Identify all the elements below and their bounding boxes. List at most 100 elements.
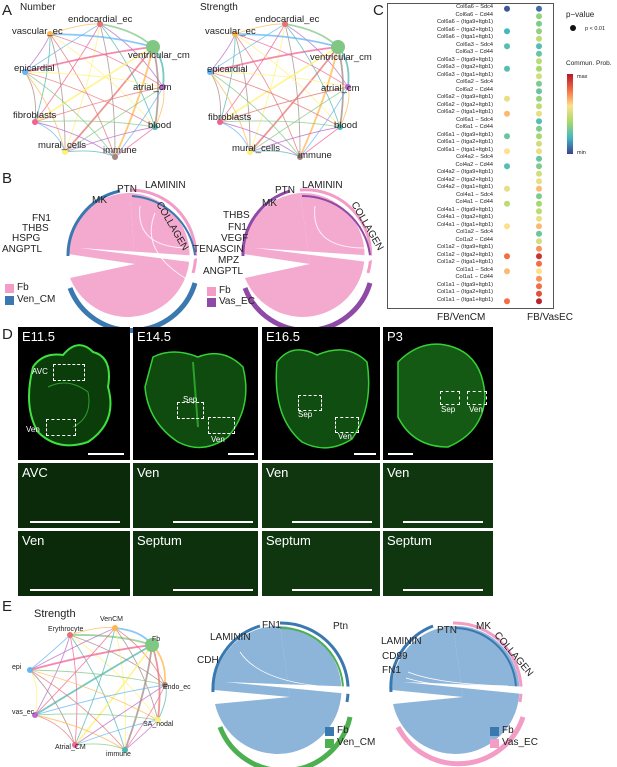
prob-colorbar — [567, 74, 573, 154]
dotplot-col-label: FB/VasEC — [527, 312, 573, 323]
node-label: vascular_ec — [12, 26, 63, 37]
inset-box-label: Ven — [469, 405, 483, 414]
network-edge — [249, 126, 341, 153]
node-label: Atrial_CM — [55, 744, 86, 751]
scale-bar — [173, 589, 253, 591]
dotplot-col-label: FB/VenCM — [437, 312, 486, 323]
zoom-micrograph: Septum — [133, 531, 258, 596]
legend-label: Fb — [337, 725, 349, 736]
dotplot-dot — [536, 88, 542, 95]
dotplot-row-label: Col1a2 − (Itga1+Itgb1) — [437, 259, 493, 265]
node-label: endocardial_ec — [68, 14, 133, 25]
scale-bar — [354, 453, 376, 455]
network-edge — [34, 644, 153, 716]
zoom-label: Ven — [266, 465, 289, 480]
dotplot-row-label: Col6a6 − (Itga9+Itgb1) — [437, 19, 493, 25]
node-label: immune — [298, 150, 332, 161]
network-edge — [34, 121, 66, 153]
pathway-label: ANGPTL — [2, 244, 43, 255]
network-edge — [124, 684, 166, 751]
dotplot-row-label: Col6a1 − (Itga2+Itgb1) — [437, 139, 493, 145]
dotplot-dot — [536, 178, 542, 185]
network-edge — [249, 150, 301, 158]
inset-box-sep — [298, 395, 322, 411]
dotplot-dot — [536, 118, 542, 125]
dotplot-dot — [536, 185, 542, 192]
network-edge — [74, 719, 159, 746]
inset-box-label: Sep — [298, 410, 313, 419]
zoom-label: Ven — [387, 465, 410, 480]
scale-bar — [228, 453, 254, 455]
dotplot-row-label: Col6a1 − (Itga1+Itgb1) — [437, 146, 493, 153]
scale-bar — [173, 521, 253, 523]
dotplot-dot — [504, 200, 510, 207]
network-edge — [64, 46, 154, 153]
dotplot-row-label: Col4a2 − (Itga1+Itgb1) — [437, 184, 493, 190]
network-edge — [34, 713, 159, 721]
dotplot-dot — [504, 163, 510, 170]
network-node — [162, 682, 168, 688]
dotplot-dot — [536, 28, 542, 35]
network-strength-e — [27, 625, 168, 753]
network-node — [122, 747, 128, 753]
network-title-number: Number — [20, 2, 56, 13]
network-edge — [74, 627, 116, 746]
dotplot-dot — [536, 73, 542, 80]
panel-label-e: E — [2, 598, 13, 615]
dotplot-row-label: Col1a1 − (Itga9+Itgb1) — [437, 281, 493, 288]
dotplot-row-label: Col6a3 − Sdc4 — [456, 41, 493, 48]
dotplot-dot — [536, 298, 542, 305]
network-edge — [49, 33, 154, 48]
network-edge — [234, 23, 286, 35]
inset-box-label: Ven — [26, 425, 40, 434]
network-edge — [124, 644, 153, 751]
dotplot-row-label: Col4a2 − Cd44 — [455, 161, 493, 168]
node-label: mural_cells — [232, 143, 281, 154]
network-edge — [284, 23, 341, 128]
network-edge — [152, 46, 159, 128]
dotplot-dot — [504, 43, 510, 50]
pathway-label: FN1 — [262, 620, 281, 631]
node-label: VenCM — [100, 616, 123, 623]
pathway-label: Ptn — [333, 621, 349, 632]
legend-label: Fb — [502, 725, 514, 736]
legend-swatch-fb — [207, 287, 216, 296]
network-edge — [219, 46, 339, 123]
network-node — [146, 40, 160, 54]
dotplot-row-label: Col6a2 − (Itga2+Itgb1) — [437, 101, 493, 108]
legend-label: Fb — [219, 285, 231, 296]
chord-diagram-fb-vasec — [241, 188, 378, 333]
dotplot-dot — [536, 223, 542, 230]
panel-label-b: B — [2, 170, 13, 187]
prob-legend-title: Commun. Prob. — [566, 60, 612, 67]
legend-swatch-fb — [5, 284, 14, 293]
pathway-label: MK — [262, 198, 277, 209]
network-node — [160, 84, 166, 90]
zoom-micrograph: Ven — [133, 463, 258, 528]
network-edge — [64, 126, 156, 153]
network-edge — [209, 46, 339, 73]
chord-diagram-e-fb-vencm — [211, 621, 360, 767]
network-title-strength: Strength — [34, 608, 76, 620]
dotplot-dot — [536, 5, 542, 12]
scale-bar — [403, 589, 483, 591]
scale-bar — [292, 589, 372, 591]
node-label: atrial_cm — [321, 83, 360, 94]
dotplot-dot — [536, 110, 542, 117]
pathway-label: PTN — [117, 184, 137, 195]
network-edge — [249, 86, 349, 153]
dotplot-dot — [536, 20, 542, 27]
dotplot-row-label: Col6a2 − Cd44 — [455, 86, 493, 93]
network-node — [97, 21, 103, 27]
network-edge — [29, 669, 126, 751]
pathway-label: FN1 — [382, 665, 401, 676]
dotplot-dot — [536, 43, 542, 50]
dotplot-dot — [536, 65, 542, 72]
network-node — [207, 69, 213, 75]
zoom-label: Ven — [22, 533, 45, 548]
dotplot-row-label: Col6a6 − (Itga2+Itgb1) — [437, 26, 493, 33]
pathway-label: VEGF — [221, 233, 249, 244]
network-edge — [234, 33, 339, 48]
network-node — [297, 154, 303, 160]
pvalue-legend-dot — [570, 25, 576, 31]
